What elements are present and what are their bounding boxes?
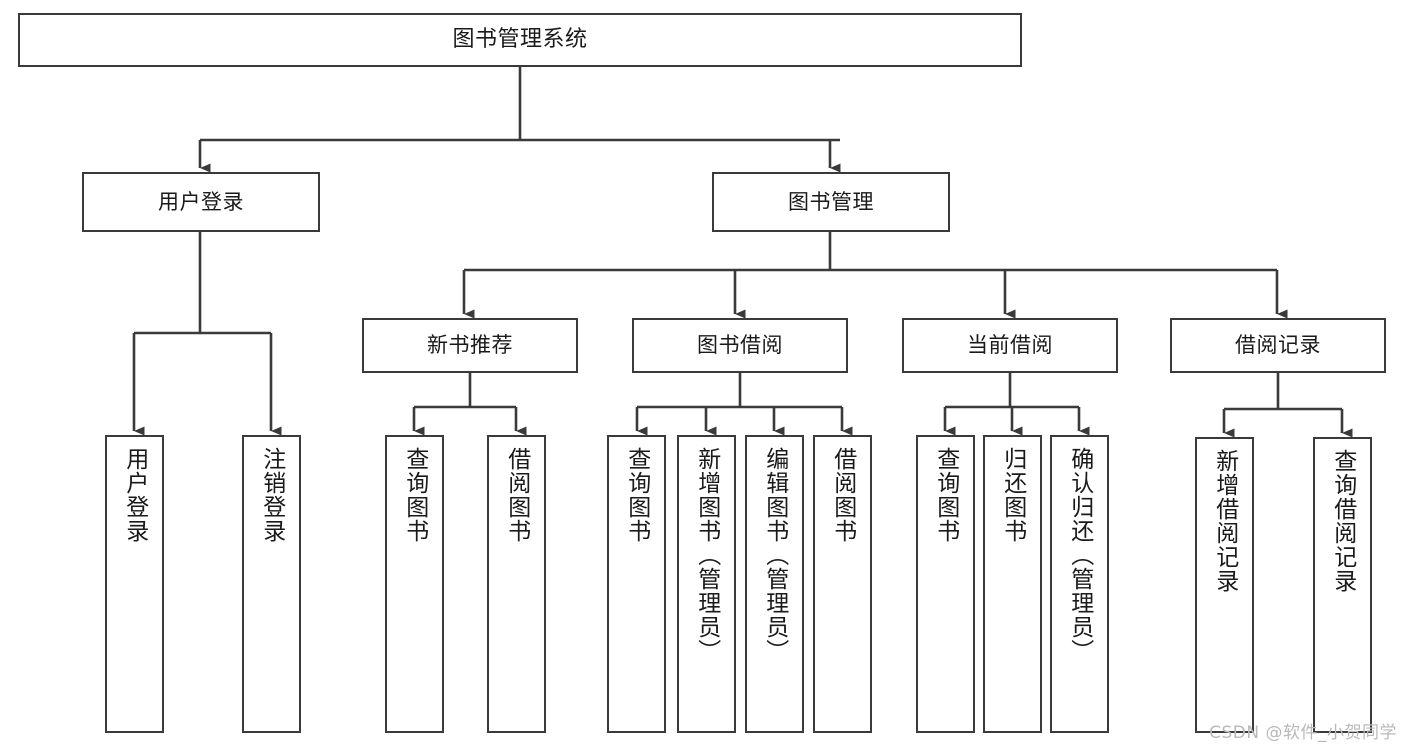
node-borrow-record[interactable]: 借阅记录 <box>1170 318 1386 373</box>
node-user-login-label: 用户登录 <box>158 189 244 214</box>
node-leaf-add-book-label: 新增图书（管理员） <box>693 447 720 663</box>
node-root-label: 图书管理系统 <box>452 27 588 53</box>
node-leaf-query-record[interactable]: 查询借阅记录 <box>1313 437 1372 733</box>
node-leaf-query-book-2[interactable]: 查询图书 <box>607 435 666 733</box>
node-leaf-edit-book[interactable]: 编辑图书（管理员） <box>745 435 804 733</box>
node-current-borrow[interactable]: 当前借阅 <box>902 318 1118 373</box>
node-leaf-user-login[interactable]: 用户登录 <box>105 435 164 733</box>
node-book-borrow[interactable]: 图书借阅 <box>632 318 848 373</box>
node-user-login[interactable]: 用户登录 <box>82 172 320 232</box>
node-leaf-return-book[interactable]: 归还图书 <box>983 435 1042 733</box>
node-leaf-borrow-book-2-label: 借阅图书 <box>829 447 856 543</box>
node-leaf-query-record-label: 查询借阅记录 <box>1329 449 1356 593</box>
node-leaf-query-book-1[interactable]: 查询图书 <box>385 435 444 733</box>
node-leaf-query-book-3-label: 查询图书 <box>932 447 959 543</box>
watermark: CSDN @软件_小贺同学 <box>1209 723 1397 743</box>
node-leaf-borrow-book-2[interactable]: 借阅图书 <box>813 435 872 733</box>
node-leaf-add-record[interactable]: 新增借阅记录 <box>1195 437 1254 733</box>
node-book-manage-label: 图书管理 <box>788 189 874 214</box>
node-leaf-query-book-2-label: 查询图书 <box>623 447 650 543</box>
node-leaf-borrow-book-1-label: 借阅图书 <box>503 447 530 543</box>
node-leaf-confirm-return-label: 确认归还（管理员） <box>1066 447 1093 663</box>
node-borrow-record-label: 借阅记录 <box>1235 333 1321 358</box>
node-current-borrow-label: 当前借阅 <box>967 333 1053 358</box>
node-new-book-recommend[interactable]: 新书推荐 <box>362 318 578 373</box>
node-leaf-borrow-book-1[interactable]: 借阅图书 <box>487 435 546 733</box>
node-leaf-logout[interactable]: 注销登录 <box>242 435 301 733</box>
node-leaf-logout-label: 注销登录 <box>258 447 285 543</box>
node-book-borrow-label: 图书借阅 <box>697 333 783 358</box>
node-leaf-query-book-3[interactable]: 查询图书 <box>916 435 975 733</box>
node-leaf-add-book[interactable]: 新增图书（管理员） <box>677 435 736 733</box>
node-new-book-recommend-label: 新书推荐 <box>427 333 513 358</box>
node-leaf-query-book-1-label: 查询图书 <box>401 447 428 543</box>
node-leaf-user-login-label: 用户登录 <box>121 447 148 543</box>
node-leaf-confirm-return[interactable]: 确认归还（管理员） <box>1050 435 1109 733</box>
node-leaf-add-record-label: 新增借阅记录 <box>1211 449 1238 593</box>
node-root[interactable]: 图书管理系统 <box>18 13 1022 67</box>
node-book-manage[interactable]: 图书管理 <box>712 172 950 232</box>
node-leaf-return-book-label: 归还图书 <box>999 447 1026 543</box>
node-leaf-edit-book-label: 编辑图书（管理员） <box>761 447 788 663</box>
